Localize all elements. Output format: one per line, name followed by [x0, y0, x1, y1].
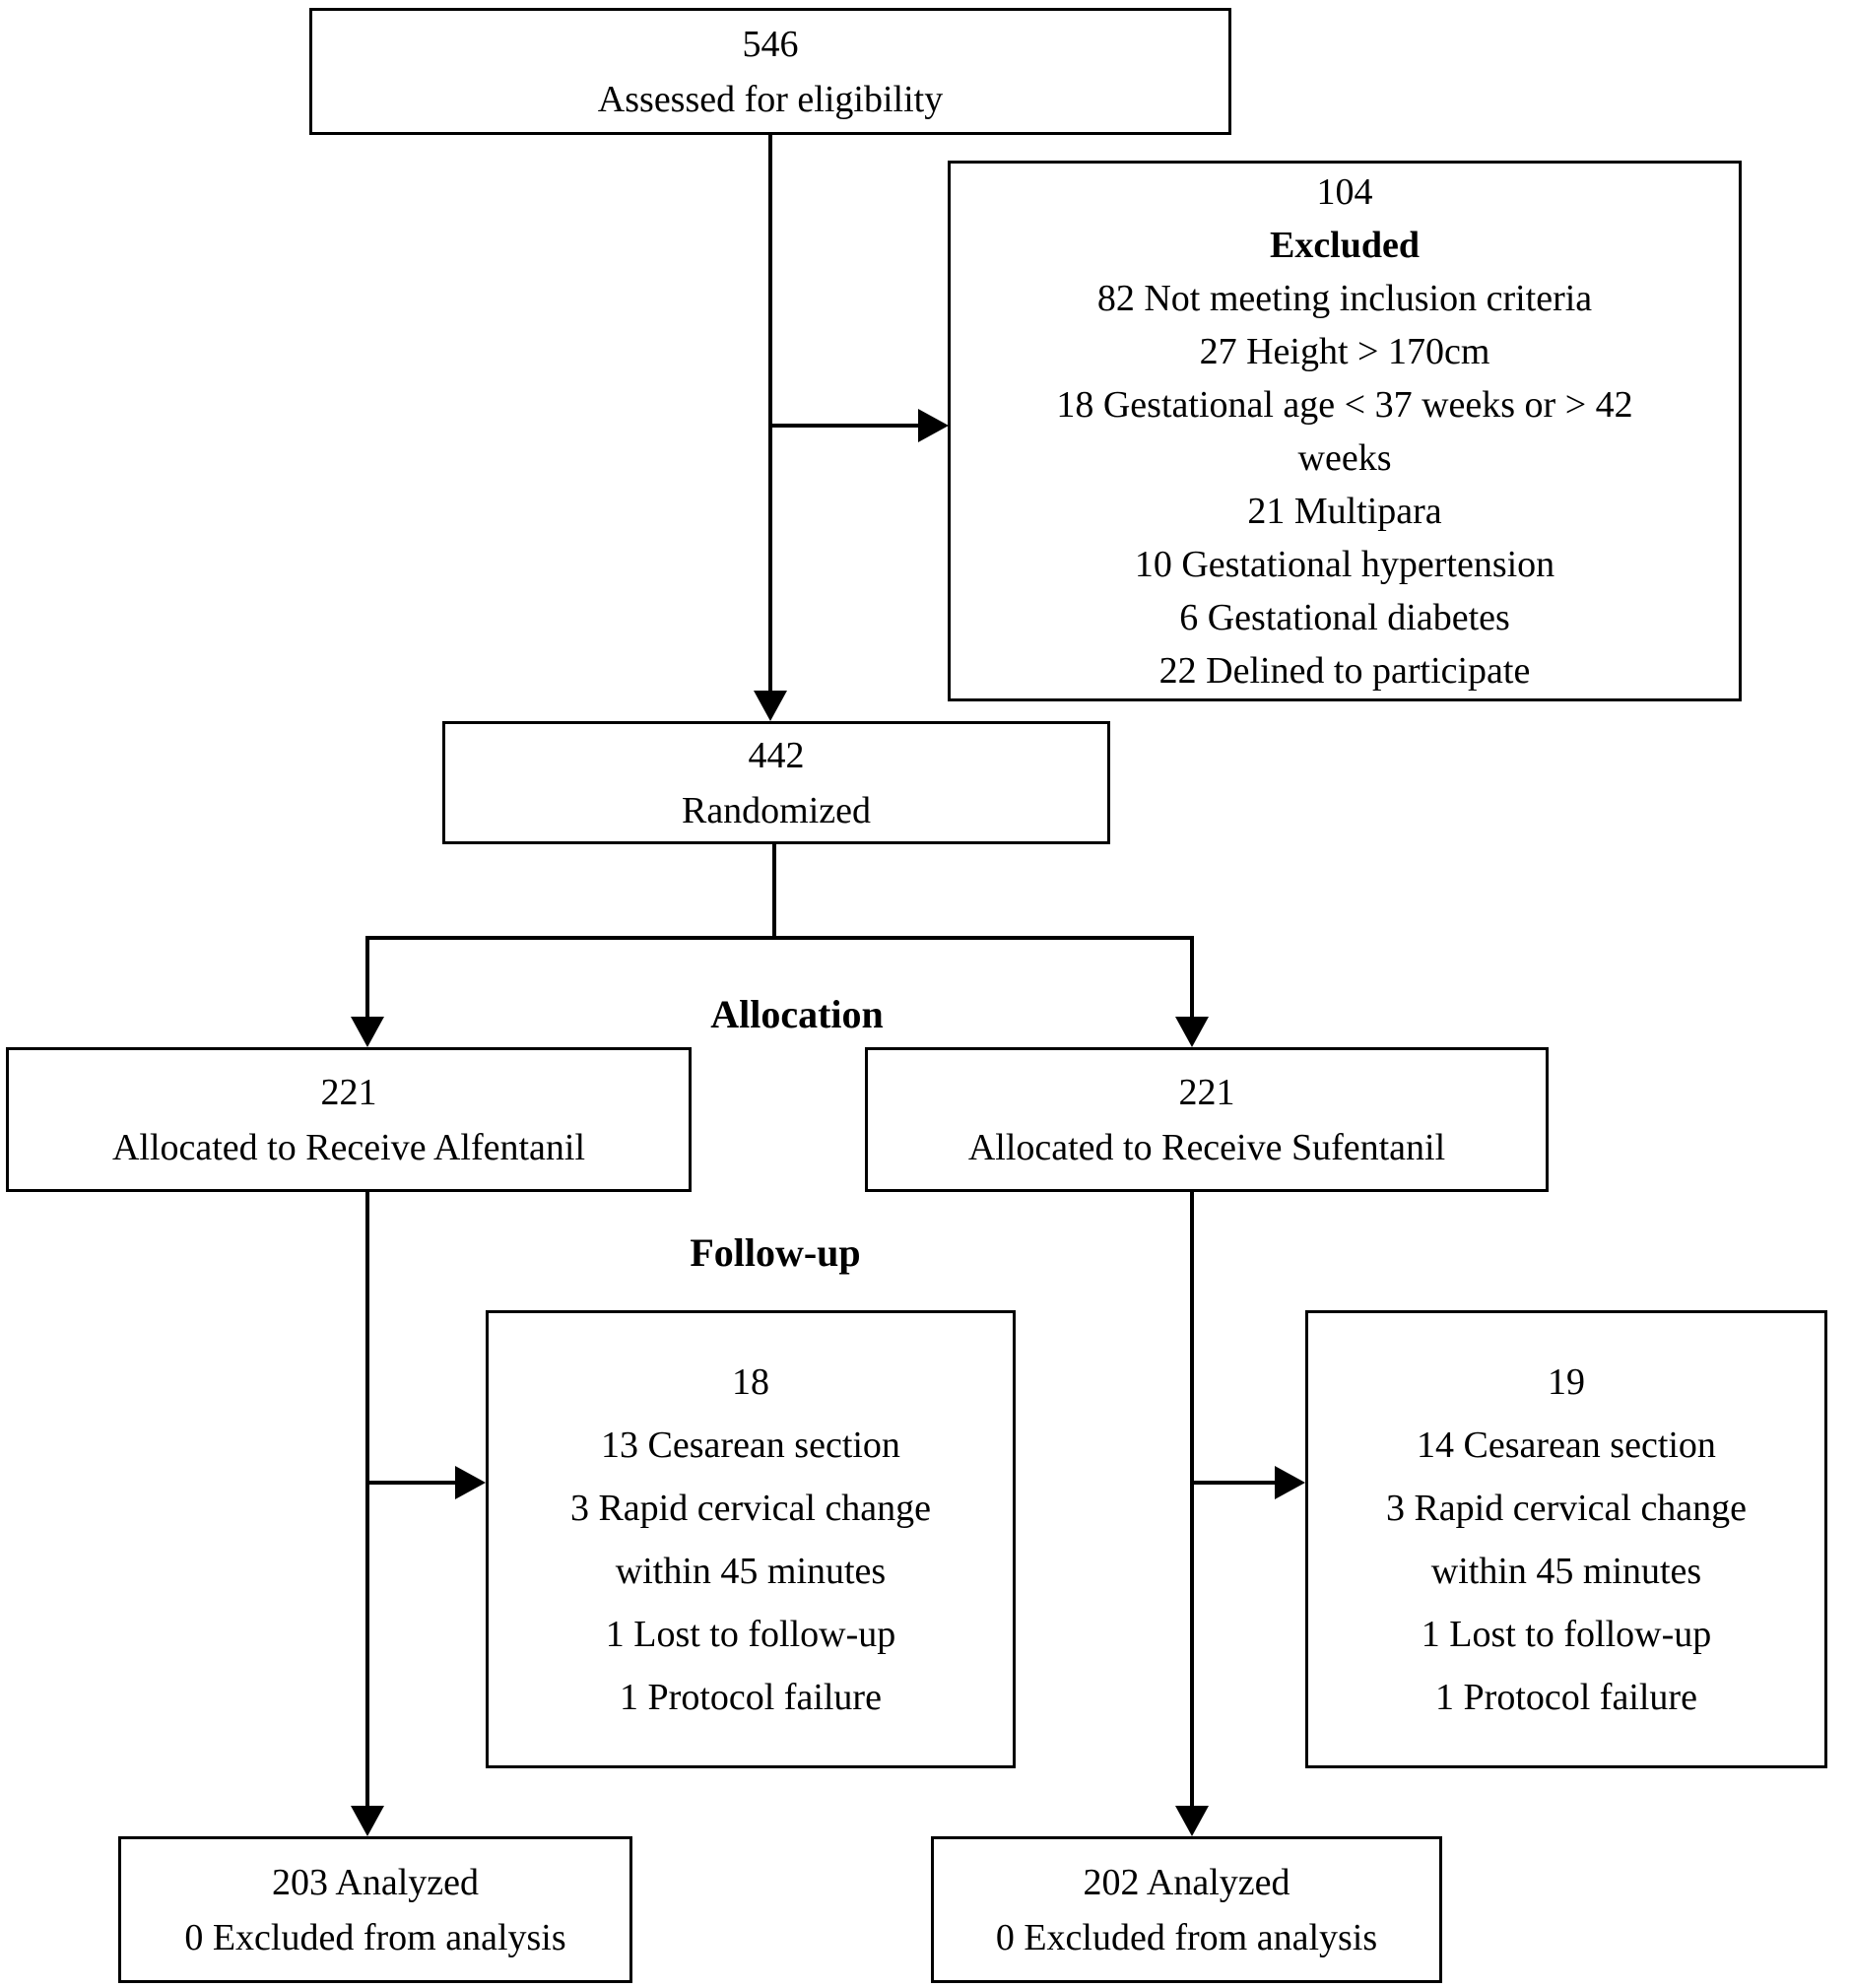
arrowhead-into-analyzed-right-icon — [1175, 1806, 1209, 1836]
excluded-reason: 10 Gestational hypertension — [1134, 543, 1555, 585]
connector-split-right-leg-line — [1190, 936, 1194, 1020]
assessed-count: 546 — [742, 23, 799, 65]
followup-left-reason: 3 Rapid cervical change — [569, 1487, 932, 1529]
connector-alfentanil-to-analyzed-line — [365, 1192, 369, 1809]
box-excluded: 104 Excluded 82 Not meeting inclusion cr… — [948, 161, 1742, 701]
followup-right-reason: within 45 minutes — [1430, 1550, 1702, 1592]
box-analyzed-alfentanil: 203 Analyzed 0 Excluded from analysis — [118, 1836, 632, 1983]
followup-right-reason: 14 Cesarean section — [1417, 1424, 1716, 1466]
connector-allocation-split-line — [365, 936, 1194, 940]
excluded-reason: 82 Not meeting inclusion criteria — [1096, 277, 1593, 319]
excluded-reason: weeks — [1297, 436, 1392, 479]
arrowhead-into-excluded-icon — [918, 409, 949, 442]
arrowhead-into-analyzed-left-icon — [351, 1806, 384, 1836]
connector-to-followup-right-line — [1192, 1481, 1278, 1485]
connector-randomized-out-line — [772, 844, 776, 938]
followup-left-reason: 1 Protocol failure — [620, 1676, 882, 1718]
followup-left-reason: 1 Lost to follow-up — [605, 1613, 896, 1655]
followup-right-reason: 1 Lost to follow-up — [1421, 1613, 1712, 1655]
alloc-sufentanil-count: 221 — [1178, 1071, 1235, 1113]
connector-to-excluded-line — [770, 424, 921, 428]
box-randomized: 442 Randomized — [442, 721, 1110, 844]
alloc-sufentanil-label: Allocated to Receive Sufentanil — [967, 1126, 1446, 1168]
connector-split-left-leg-line — [365, 936, 369, 1020]
arrowhead-into-randomized-icon — [754, 691, 787, 721]
arrowhead-into-followup-left-icon — [455, 1466, 486, 1499]
followup-left-reason: within 45 minutes — [615, 1550, 887, 1592]
excluded-count: 104 — [1316, 170, 1373, 213]
stage-label-followup: Follow-up — [690, 1230, 861, 1275]
excluded-reason: 6 Gestational diabetes — [1179, 596, 1510, 638]
excluded-title: Excluded — [1269, 224, 1421, 266]
randomized-count: 442 — [748, 734, 805, 776]
assessed-label: Assessed for eligibility — [597, 78, 944, 120]
connector-to-followup-left-line — [367, 1481, 458, 1485]
excluded-reason: 21 Multipara — [1247, 490, 1442, 532]
box-followup-sufentanil: 19 14 Cesarean section 3 Rapid cervical … — [1305, 1310, 1827, 1768]
connector-assessed-to-randomized-line — [768, 135, 772, 695]
excluded-reason: 18 Gestational age < 37 weeks or > 42 — [1056, 383, 1633, 426]
followup-right-reason: 1 Protocol failure — [1435, 1676, 1697, 1718]
excluded-reason: 22 Delined to participate — [1158, 649, 1531, 692]
analyzed-left-count: 203 Analyzed — [271, 1861, 479, 1903]
analyzed-right-count: 202 Analyzed — [1083, 1861, 1290, 1903]
box-allocated-alfentanil: 221 Allocated to Receive Alfentanil — [6, 1047, 692, 1192]
box-allocated-sufentanil: 221 Allocated to Receive Sufentanil — [865, 1047, 1549, 1192]
alloc-alfentanil-label: Allocated to Receive Alfentanil — [111, 1126, 586, 1168]
box-assessed-for-eligibility: 546 Assessed for eligibility — [309, 8, 1231, 135]
connector-sufentanil-to-analyzed-line — [1190, 1192, 1194, 1809]
box-followup-alfentanil: 18 13 Cesarean section 3 Rapid cervical … — [486, 1310, 1016, 1768]
analyzed-left-excluded: 0 Excluded from analysis — [184, 1916, 566, 1958]
followup-right-count: 19 — [1548, 1360, 1585, 1403]
followup-left-count: 18 — [732, 1360, 769, 1403]
alloc-alfentanil-count: 221 — [320, 1071, 377, 1113]
randomized-label: Randomized — [681, 789, 872, 831]
arrowhead-into-alfentanil-icon — [351, 1017, 384, 1047]
box-analyzed-sufentanil: 202 Analyzed 0 Excluded from analysis — [931, 1836, 1442, 1983]
excluded-reason: 27 Height > 170cm — [1199, 330, 1490, 372]
followup-left-reason: 13 Cesarean section — [601, 1424, 900, 1466]
followup-right-reason: 3 Rapid cervical change — [1385, 1487, 1748, 1529]
stage-label-allocation: Allocation — [710, 992, 884, 1036]
arrowhead-into-sufentanil-icon — [1175, 1017, 1209, 1047]
arrowhead-into-followup-right-icon — [1275, 1466, 1305, 1499]
analyzed-right-excluded: 0 Excluded from analysis — [995, 1916, 1378, 1958]
